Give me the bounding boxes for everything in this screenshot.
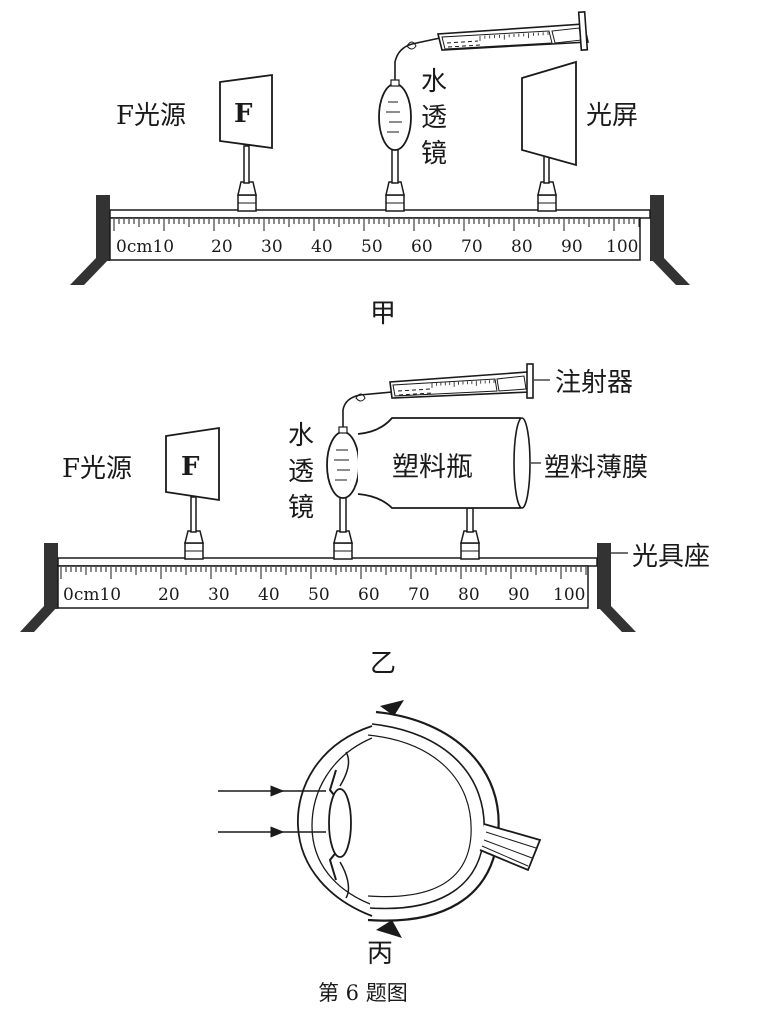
ruler-tick-label: 70 — [461, 237, 483, 257]
panel-caption: 乙 — [370, 649, 396, 679]
bench-label: 光具座 — [632, 542, 710, 572]
ruler-tick-label: 70 — [408, 585, 430, 605]
bench-rail — [57, 557, 598, 567]
ruler: 0cm10 20 30 40 50 60 70 80 90 100 — [57, 565, 589, 609]
ruler-tick-label: 20 — [211, 237, 233, 257]
ruler-tick-label: 100 — [553, 585, 585, 605]
f-letter: F — [181, 452, 200, 482]
ruler-tick-label: 80 — [458, 585, 480, 605]
plastic-film — [513, 417, 531, 509]
syringe — [389, 363, 534, 399]
water-lens-label: 透 — [288, 457, 314, 487]
eye-diagram — [218, 700, 542, 938]
panel-bing: 丙 — [218, 700, 542, 969]
panel-yi: 0cm10 20 30 40 50 60 70 80 90 100 F F光源 — [20, 363, 710, 679]
ruler-tick-label: 20 — [158, 585, 180, 605]
ruler-tick-label: 50 — [361, 237, 383, 257]
bench-rail — [109, 209, 651, 219]
water-lens — [378, 37, 441, 212]
eye-lens — [328, 788, 352, 858]
ruler-tick-label: 60 — [358, 585, 380, 605]
figure-caption: 第 6 题图 — [318, 981, 408, 1005]
syringe-scale — [479, 32, 549, 41]
ruler-tick-label: 30 — [208, 585, 230, 605]
panel-caption: 甲 — [370, 299, 396, 329]
ruler-tick-label: 60 — [411, 237, 433, 257]
ruler-tick-label: 90 — [508, 585, 530, 605]
f-source-label: F光源 — [116, 101, 186, 131]
ruler-tick-label: 40 — [258, 585, 280, 605]
ruler-tick-label: 90 — [561, 237, 583, 257]
screen-label: 光屏 — [586, 101, 638, 131]
syringe-label: 注射器 — [555, 368, 633, 398]
f-source-label: F光源 — [62, 454, 132, 484]
bench-legs — [70, 195, 690, 285]
ruler-tick-label: 0cm10 — [63, 585, 121, 605]
water-lens-label: 水 — [421, 67, 447, 97]
ruler-tick-label: 100 — [606, 237, 638, 257]
water-lens-label: 镜 — [421, 139, 447, 169]
ruler-tick-label: 0cm10 — [116, 237, 174, 257]
panel-jia: 0cm10 20 30 40 50 60 70 80 90 100 F F光源 — [70, 10, 690, 329]
ruler-tick-label: 40 — [311, 237, 333, 257]
water-lens-label: 水 — [288, 421, 314, 451]
bottle-label: 塑料瓶 — [392, 452, 473, 483]
ruler-tick-label: 50 — [308, 585, 330, 605]
syringe — [436, 10, 589, 52]
f-light-source: F — [219, 73, 273, 212]
water-lens — [326, 391, 393, 560]
ruler-ticks — [60, 567, 587, 579]
water-lens-label: 透 — [421, 103, 447, 133]
ruler: 0cm10 20 30 40 50 60 70 80 90 100 — [109, 217, 641, 261]
panel-caption: 丙 — [367, 939, 393, 969]
f-light-source: F — [165, 426, 220, 560]
plastic-bottle — [357, 417, 531, 560]
light-screen — [521, 60, 577, 212]
ruler-tick-label: 30 — [261, 237, 283, 257]
film-label: 塑料薄膜 — [544, 453, 648, 483]
bench-legs — [20, 543, 636, 632]
ruler-ticks — [113, 219, 640, 231]
syringe-scale — [431, 380, 495, 388]
ruler-tick-label: 80 — [511, 237, 533, 257]
water-lens-label: 镜 — [288, 493, 314, 523]
f-letter: F — [234, 99, 253, 129]
